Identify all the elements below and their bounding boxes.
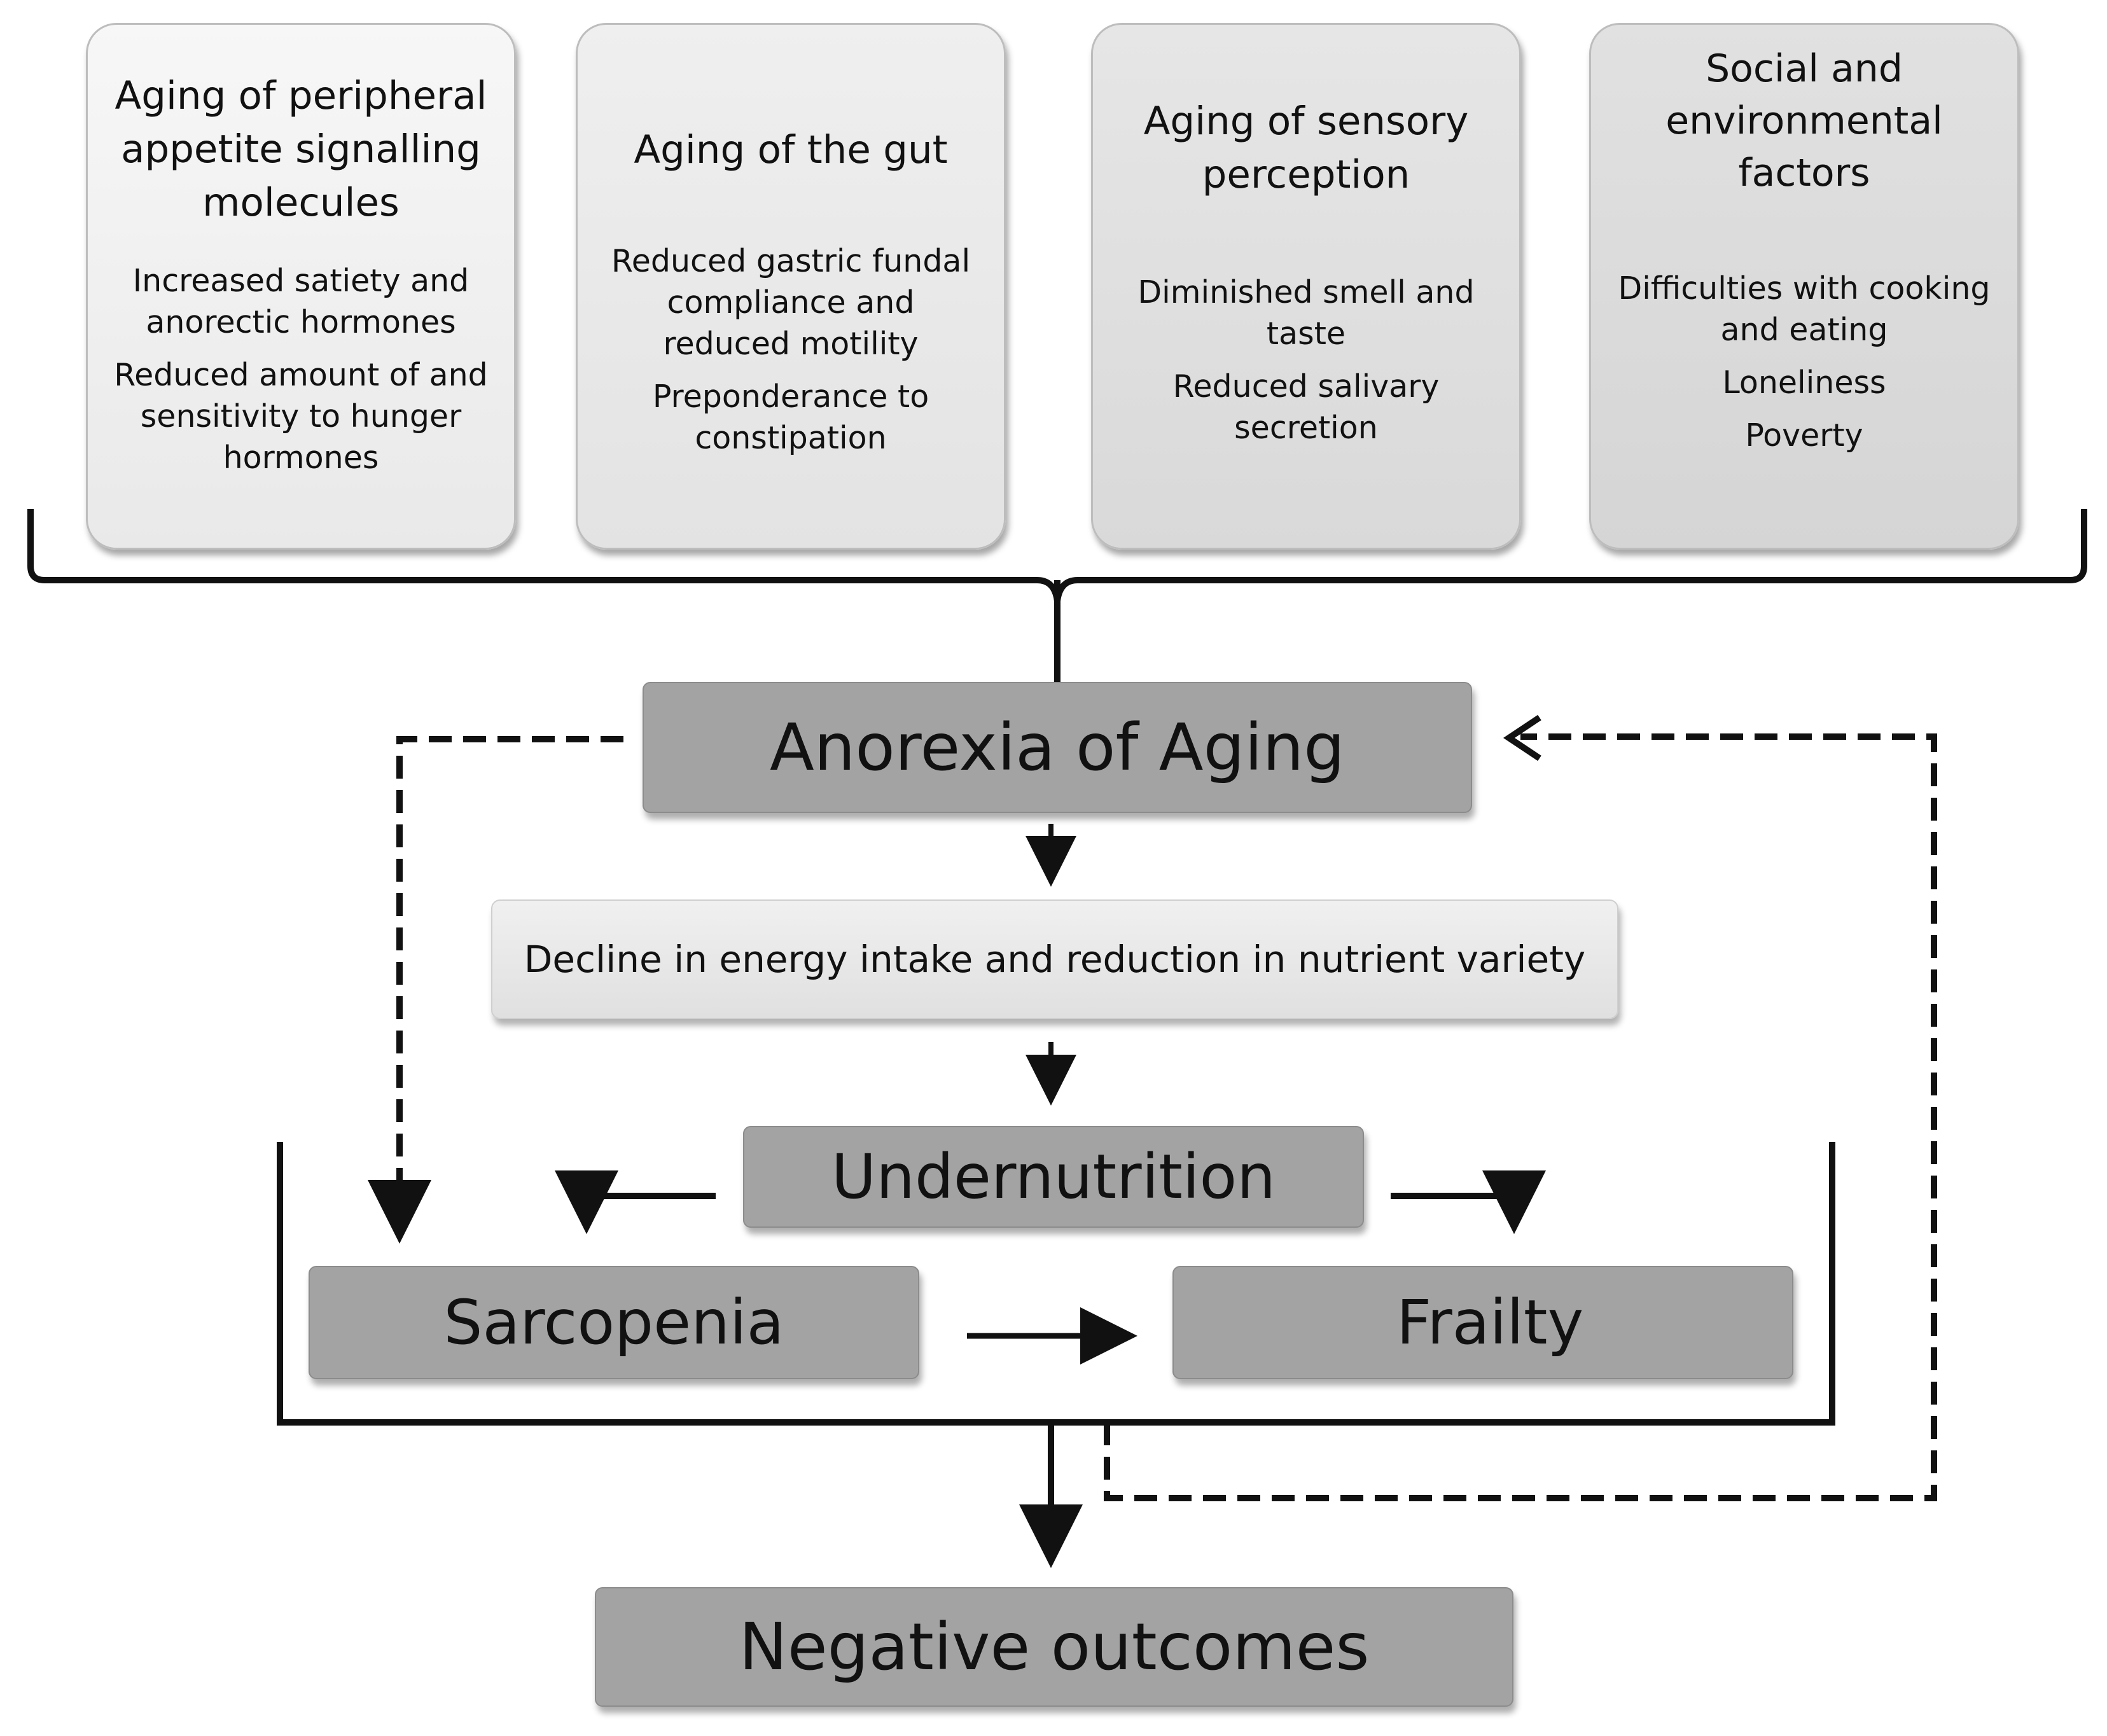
arrow-undernutrition-to-frailty [1391,1170,1546,1234]
node-label: Negative outcomes [739,1609,1370,1685]
arrow-undernutrition-to-sarcopenia [555,1170,716,1234]
node-sarcopenia: Sarcopenia [309,1266,919,1379]
node-decline: Decline in energy intake and reduction i… [491,899,1618,1019]
node-label: Undernutrition [831,1141,1276,1212]
factor-box-gut: Aging of the gut Reduced gastric fundal … [576,23,1006,550]
factor-title: Social and environmental factors [1665,46,1943,195]
node-label: Sarcopenia [443,1287,784,1358]
factor-item: Diminished smell and taste [1137,274,1475,352]
dashed-arrowhead [1503,714,1541,761]
factor-box-peripheral-signalling: Aging of peripheral appetite signalling … [86,23,516,550]
node-label: Frailty [1396,1287,1584,1358]
node-label: Decline in energy intake and reduction i… [524,938,1586,981]
factor-item: Loneliness [1722,365,1886,401]
factor-item: Reduced salivary secretion [1172,368,1440,446]
factor-item: Increased satiety and anorectic hormones [132,263,469,340]
factor-box-sensory: Aging of sensory perception Diminished s… [1091,23,1521,550]
dashed-feedback-to-anorexia [1104,733,1937,1501]
node-anorexia-of-aging: Anorexia of Aging [643,682,1472,813]
factor-title: Aging of the gut [634,127,948,172]
factor-box-social: Social and environmental factors Difficu… [1589,23,2019,550]
lower-bracket [277,1142,1835,1426]
node-negative-outcomes: Negative outcomes [595,1587,1513,1707]
node-undernutrition: Undernutrition [743,1126,1364,1228]
factor-item: Reduced gastric fundal compliance and re… [611,243,971,362]
factor-item: Poverty [1745,417,1863,454]
factor-title: Aging of peripheral appetite signalling … [115,73,487,225]
node-label: Anorexia of Aging [769,709,1346,786]
factor-item: Preponderance to constipation [652,378,929,456]
factor-item: Reduced amount of and sensitivity to hun… [114,357,488,476]
dashed-anorexia-to-sarcopenia [368,736,623,1244]
factor-title: Aging of sensory perception [1143,99,1469,197]
factor-item: Difficulties with cooking and eating [1618,270,1991,348]
node-frailty: Frailty [1172,1266,1793,1379]
